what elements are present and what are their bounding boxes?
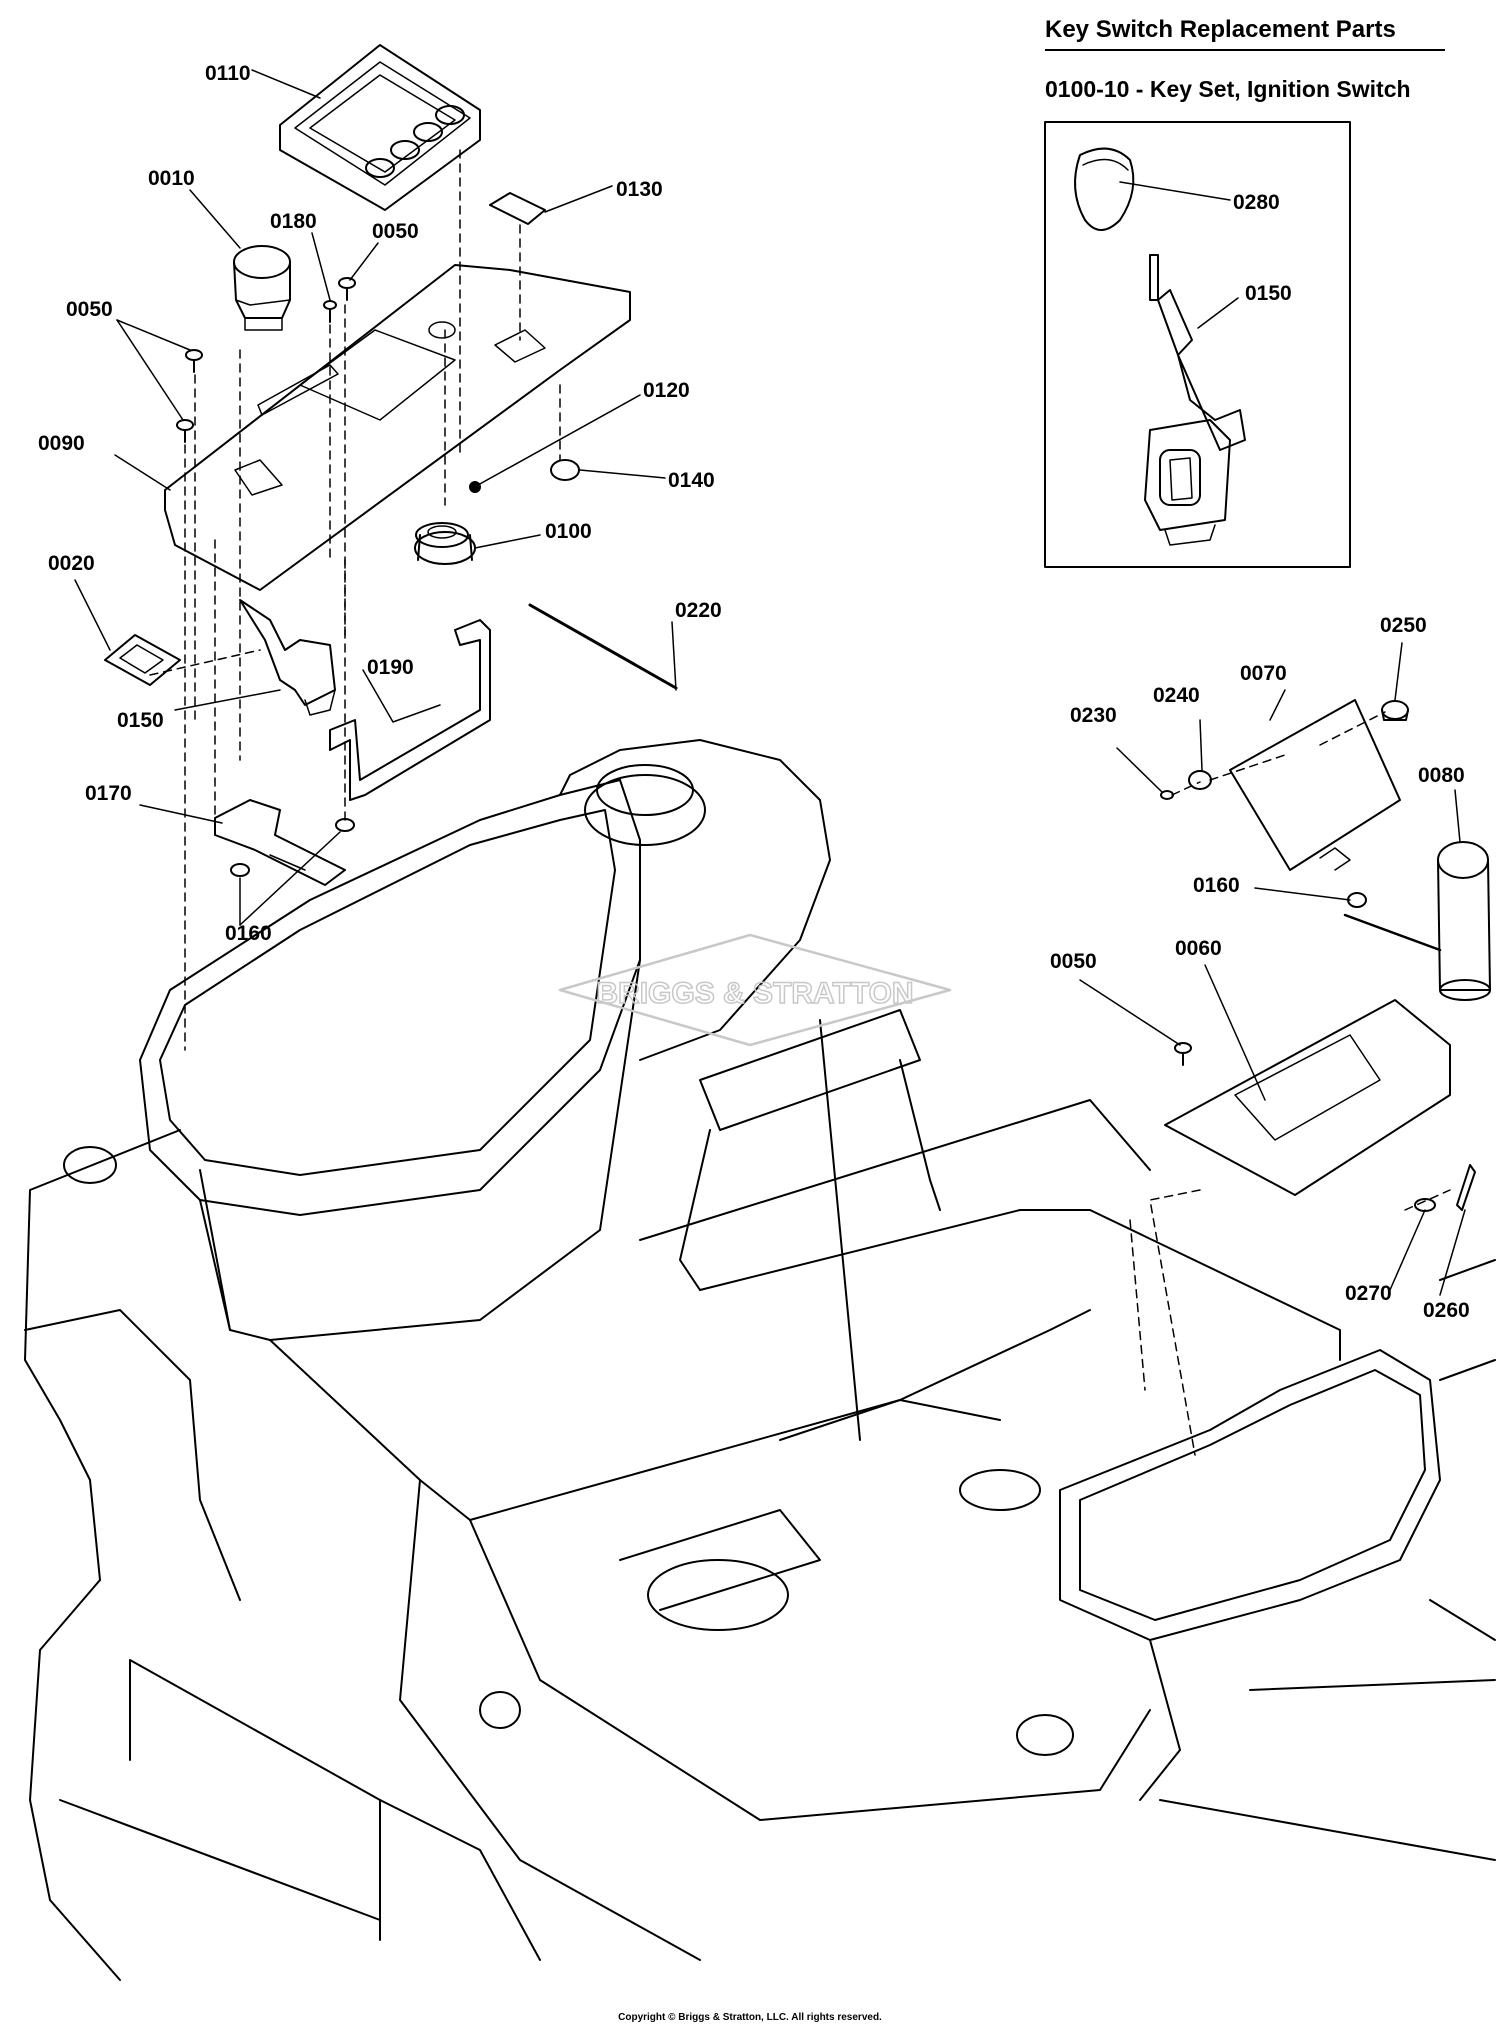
callout-label: 0110 bbox=[205, 62, 251, 85]
callout-label: 0260 bbox=[1423, 1299, 1470, 1322]
screws-0050-0180 bbox=[176, 277, 356, 443]
callout-label: 0270 bbox=[1345, 1282, 1392, 1305]
callout-label: 0100 bbox=[545, 520, 592, 543]
callout-label: 0080 bbox=[1418, 764, 1465, 787]
mower-frame-drawing bbox=[24, 739, 1496, 1981]
callout-label: 0220 bbox=[675, 599, 722, 622]
ring-0140 bbox=[550, 459, 580, 481]
cable-tie-0220 bbox=[528, 603, 678, 690]
callout-label: 0050 bbox=[66, 298, 113, 321]
callout-label: 0170 bbox=[85, 782, 132, 805]
console-plate-0090 bbox=[164, 264, 631, 591]
callout-label: 0020 bbox=[48, 552, 95, 575]
watermark-text: BRIGGS & STRATTON bbox=[596, 977, 913, 1010]
screw-0050-right bbox=[1174, 1042, 1192, 1066]
title-underline bbox=[1045, 49, 1445, 51]
callout-label: 0050 bbox=[372, 220, 419, 243]
display-0110 bbox=[279, 44, 481, 211]
bolt-0260 bbox=[1456, 1164, 1476, 1211]
bezel-0020 bbox=[104, 634, 181, 686]
callout-label: 0150 bbox=[117, 709, 164, 732]
callout-label: 0160 bbox=[225, 922, 272, 945]
copyright-notice: Copyright © Briggs & Stratton, LLC. All … bbox=[618, 2012, 882, 2023]
cover-plate-0070 bbox=[1229, 699, 1401, 871]
replacement-parts-title: Key Switch Replacement Parts bbox=[1045, 16, 1396, 43]
assembly-lines-left bbox=[149, 149, 561, 1051]
callout-label: 0250 bbox=[1380, 614, 1427, 637]
switch-0010 bbox=[233, 245, 291, 331]
screw-0230 bbox=[1160, 790, 1174, 800]
callout-label: 0180 bbox=[270, 210, 317, 233]
callout-label: 0090 bbox=[38, 432, 85, 455]
plug-0250 bbox=[1381, 700, 1409, 721]
assembly-lines-right bbox=[1129, 711, 1451, 1456]
callout-label: 0120 bbox=[643, 379, 690, 402]
switch-0080 bbox=[1343, 841, 1491, 1001]
callout-label: 0240 bbox=[1153, 684, 1200, 707]
kit-inset-frame bbox=[1044, 121, 1351, 568]
callout-label: 0230 bbox=[1070, 704, 1117, 727]
panel-0060 bbox=[1164, 999, 1451, 1196]
callout-label: 0280 bbox=[1233, 191, 1280, 214]
ignition-switch-0150-inset bbox=[1144, 254, 1246, 546]
callout-label: 0070 bbox=[1240, 662, 1287, 685]
callout-labels: 0110 0010 0180 0050 0130 0050 0120 0090 … bbox=[38, 62, 1470, 1322]
plug-0120 bbox=[469, 481, 481, 493]
key-part-0280 bbox=[1074, 147, 1135, 231]
callout-label: 0050 bbox=[1050, 950, 1097, 973]
key-switch-0100 bbox=[414, 522, 476, 565]
plate-0170 bbox=[214, 799, 346, 886]
bracket-0190 bbox=[329, 619, 491, 801]
callout-label: 0060 bbox=[1175, 937, 1222, 960]
pad-0130 bbox=[489, 192, 546, 225]
callout-label: 0160 bbox=[1193, 874, 1240, 897]
callout-label: 0150 bbox=[1245, 282, 1292, 305]
callout-label: 0190 bbox=[367, 656, 414, 679]
leader-lines bbox=[74, 69, 1466, 1296]
leader-0280 bbox=[1119, 181, 1231, 201]
kit-description: 0100-10 - Key Set, Ignition Switch bbox=[1045, 76, 1411, 102]
watermark-logo-shape bbox=[558, 933, 952, 1047]
callout-label: 0010 bbox=[148, 167, 195, 190]
callout-label: 0130 bbox=[616, 178, 663, 201]
switch-0150 bbox=[239, 599, 336, 716]
callout-label: 0140 bbox=[668, 469, 715, 492]
leader-0150-inset bbox=[1197, 297, 1239, 329]
